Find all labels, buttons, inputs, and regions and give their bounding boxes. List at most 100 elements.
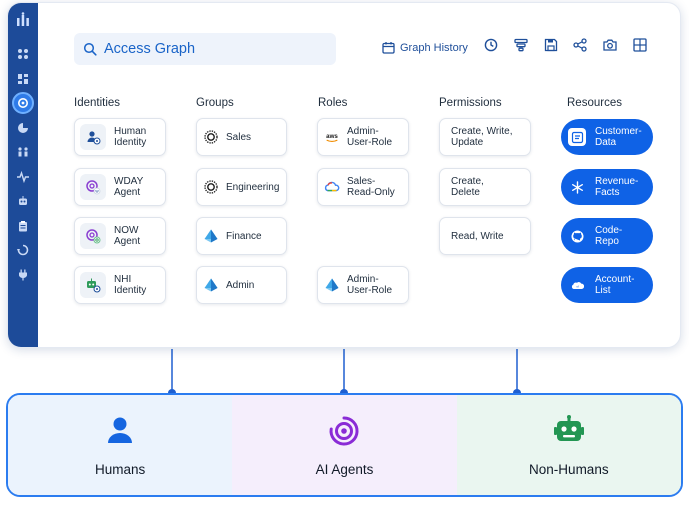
group-node-sales[interactable]: Sales (196, 118, 287, 156)
identity-label-line2: Identity (114, 285, 147, 296)
okta-icon (202, 174, 220, 200)
humans-section[interactable]: Humans (8, 395, 233, 495)
resource-node-revenue-facts[interactable]: Revenue-Facts (561, 169, 653, 205)
humans-label: Humans (95, 461, 146, 477)
identity-types-panel: Humans AI Agents Non-Humans (6, 393, 683, 497)
non-humans-label: Non-Humans (529, 461, 609, 477)
role-label-line2: User-Role (347, 285, 393, 296)
permission-label-line2: Delete (451, 187, 480, 198)
role-node-gcp-sales[interactable]: Sales-Read-Only (317, 168, 409, 206)
permission-label-line1: Create, Write, (451, 126, 513, 137)
human-icon (108, 417, 133, 443)
group-label: Admin (226, 279, 255, 291)
role-label-line1: Admin- (347, 126, 379, 137)
group-node-admin[interactable]: Admin (196, 266, 287, 304)
permission-node-read-write[interactable]: Read, Write (439, 217, 531, 255)
permission-node-create-write-update[interactable]: Create, Write,Update (439, 118, 531, 156)
robot-icon[interactable] (12, 190, 34, 212)
recycle-icon[interactable] (12, 239, 34, 261)
filter-icon[interactable] (514, 38, 528, 52)
identity-label-line2: Agent (114, 236, 141, 247)
resource-label-line1: Revenue- (595, 176, 639, 187)
permission-node-create-delete[interactable]: Create,Delete (439, 168, 531, 206)
permission-label-line1: Create, (451, 176, 484, 187)
salesforce-icon: sf (568, 276, 586, 294)
column-heading-roles: Roles (318, 97, 348, 109)
activity-icon[interactable] (12, 166, 34, 188)
user-icon (80, 124, 106, 150)
column-heading-permissions: Permissions (439, 97, 502, 109)
azure-icon (202, 272, 220, 298)
share-icon[interactable] (573, 38, 587, 52)
non-humans-section[interactable]: Non-Humans (456, 395, 681, 495)
resource-node-customer-data[interactable]: Customer-Data (561, 119, 653, 155)
azure-icon (323, 272, 341, 298)
role-label-line2: Read-Only (347, 187, 395, 198)
identity-label-line1: WDAY (114, 176, 144, 187)
okta-icon (202, 124, 220, 150)
agent-icon: w (80, 174, 106, 200)
database-icon (568, 128, 586, 146)
identity-label-line2: Identity (114, 137, 147, 148)
save-icon[interactable] (544, 38, 558, 52)
permission-label-line2: Update (451, 137, 484, 148)
search-icon (83, 42, 97, 56)
resource-label-line2: Repo (595, 236, 619, 247)
robot-icon (80, 272, 106, 298)
people-icon[interactable] (12, 141, 34, 163)
resource-label-line2: Data (595, 137, 617, 148)
graph-history-button[interactable]: Graph History (382, 41, 468, 54)
clock-icon[interactable] (484, 38, 498, 52)
group-node-engineering[interactable]: Engineering (196, 168, 287, 206)
role-node-azure-admin[interactable]: Admin-User-Role (317, 266, 409, 304)
sidebar (8, 3, 38, 347)
role-node-aws-admin[interactable]: aws Admin-User-Role (317, 118, 409, 156)
access-graph-icon[interactable] (12, 92, 34, 114)
ai-agents-section[interactable]: AI Agents (232, 395, 457, 495)
search-input[interactable]: Access Graph (74, 33, 336, 65)
plug-icon[interactable] (12, 264, 34, 286)
group-label: Engineering (226, 181, 280, 193)
aws-icon: aws (323, 124, 341, 150)
camera-icon[interactable] (603, 38, 617, 52)
resource-label-line1: Account- (595, 274, 635, 285)
github-icon (568, 227, 586, 245)
role-label-line1: Admin- (347, 274, 379, 285)
identity-label-line2: Agent (114, 187, 141, 198)
resource-node-code-repo[interactable]: Code-Repo (561, 218, 653, 254)
group-label: Finance (226, 230, 262, 242)
search-text: Access Graph (104, 41, 196, 57)
svg-text:aws: aws (326, 133, 338, 140)
agent-icon (80, 223, 106, 249)
grid-icon[interactable] (633, 38, 647, 52)
resource-label-line2: List (595, 285, 611, 296)
permission-label-line1: Read, Write (451, 230, 504, 242)
identity-label-line1: Human (114, 126, 147, 137)
role-label-line1: Sales- (347, 176, 376, 187)
apps-icon[interactable] (12, 43, 34, 65)
resource-label-line1: Code- (595, 225, 623, 236)
resource-label-line1: Customer- (595, 126, 642, 137)
group-node-finance[interactable]: Finance (196, 217, 287, 255)
identity-label-line1: NOW (114, 225, 139, 236)
pie-chart-icon[interactable] (12, 117, 34, 139)
robot-icon (553, 414, 584, 441)
logo-icon[interactable] (14, 11, 32, 29)
gcp-icon (323, 174, 341, 200)
svg-text:w: w (95, 189, 99, 194)
clipboard-icon[interactable] (12, 215, 34, 237)
resource-node-account-list[interactable]: sf Account-List (561, 267, 653, 303)
svg-text:sf: sf (576, 284, 579, 288)
ai-agent-icon (330, 415, 360, 445)
role-label-line2: User-Role (347, 137, 393, 148)
identity-label-line1: NHI (114, 274, 132, 285)
calendar-icon (382, 42, 395, 54)
column-heading-identities: Identities (74, 97, 121, 109)
dashboard-icon[interactable] (12, 68, 34, 90)
graph-history-label: Graph History (400, 41, 468, 54)
azure-icon (202, 223, 220, 249)
